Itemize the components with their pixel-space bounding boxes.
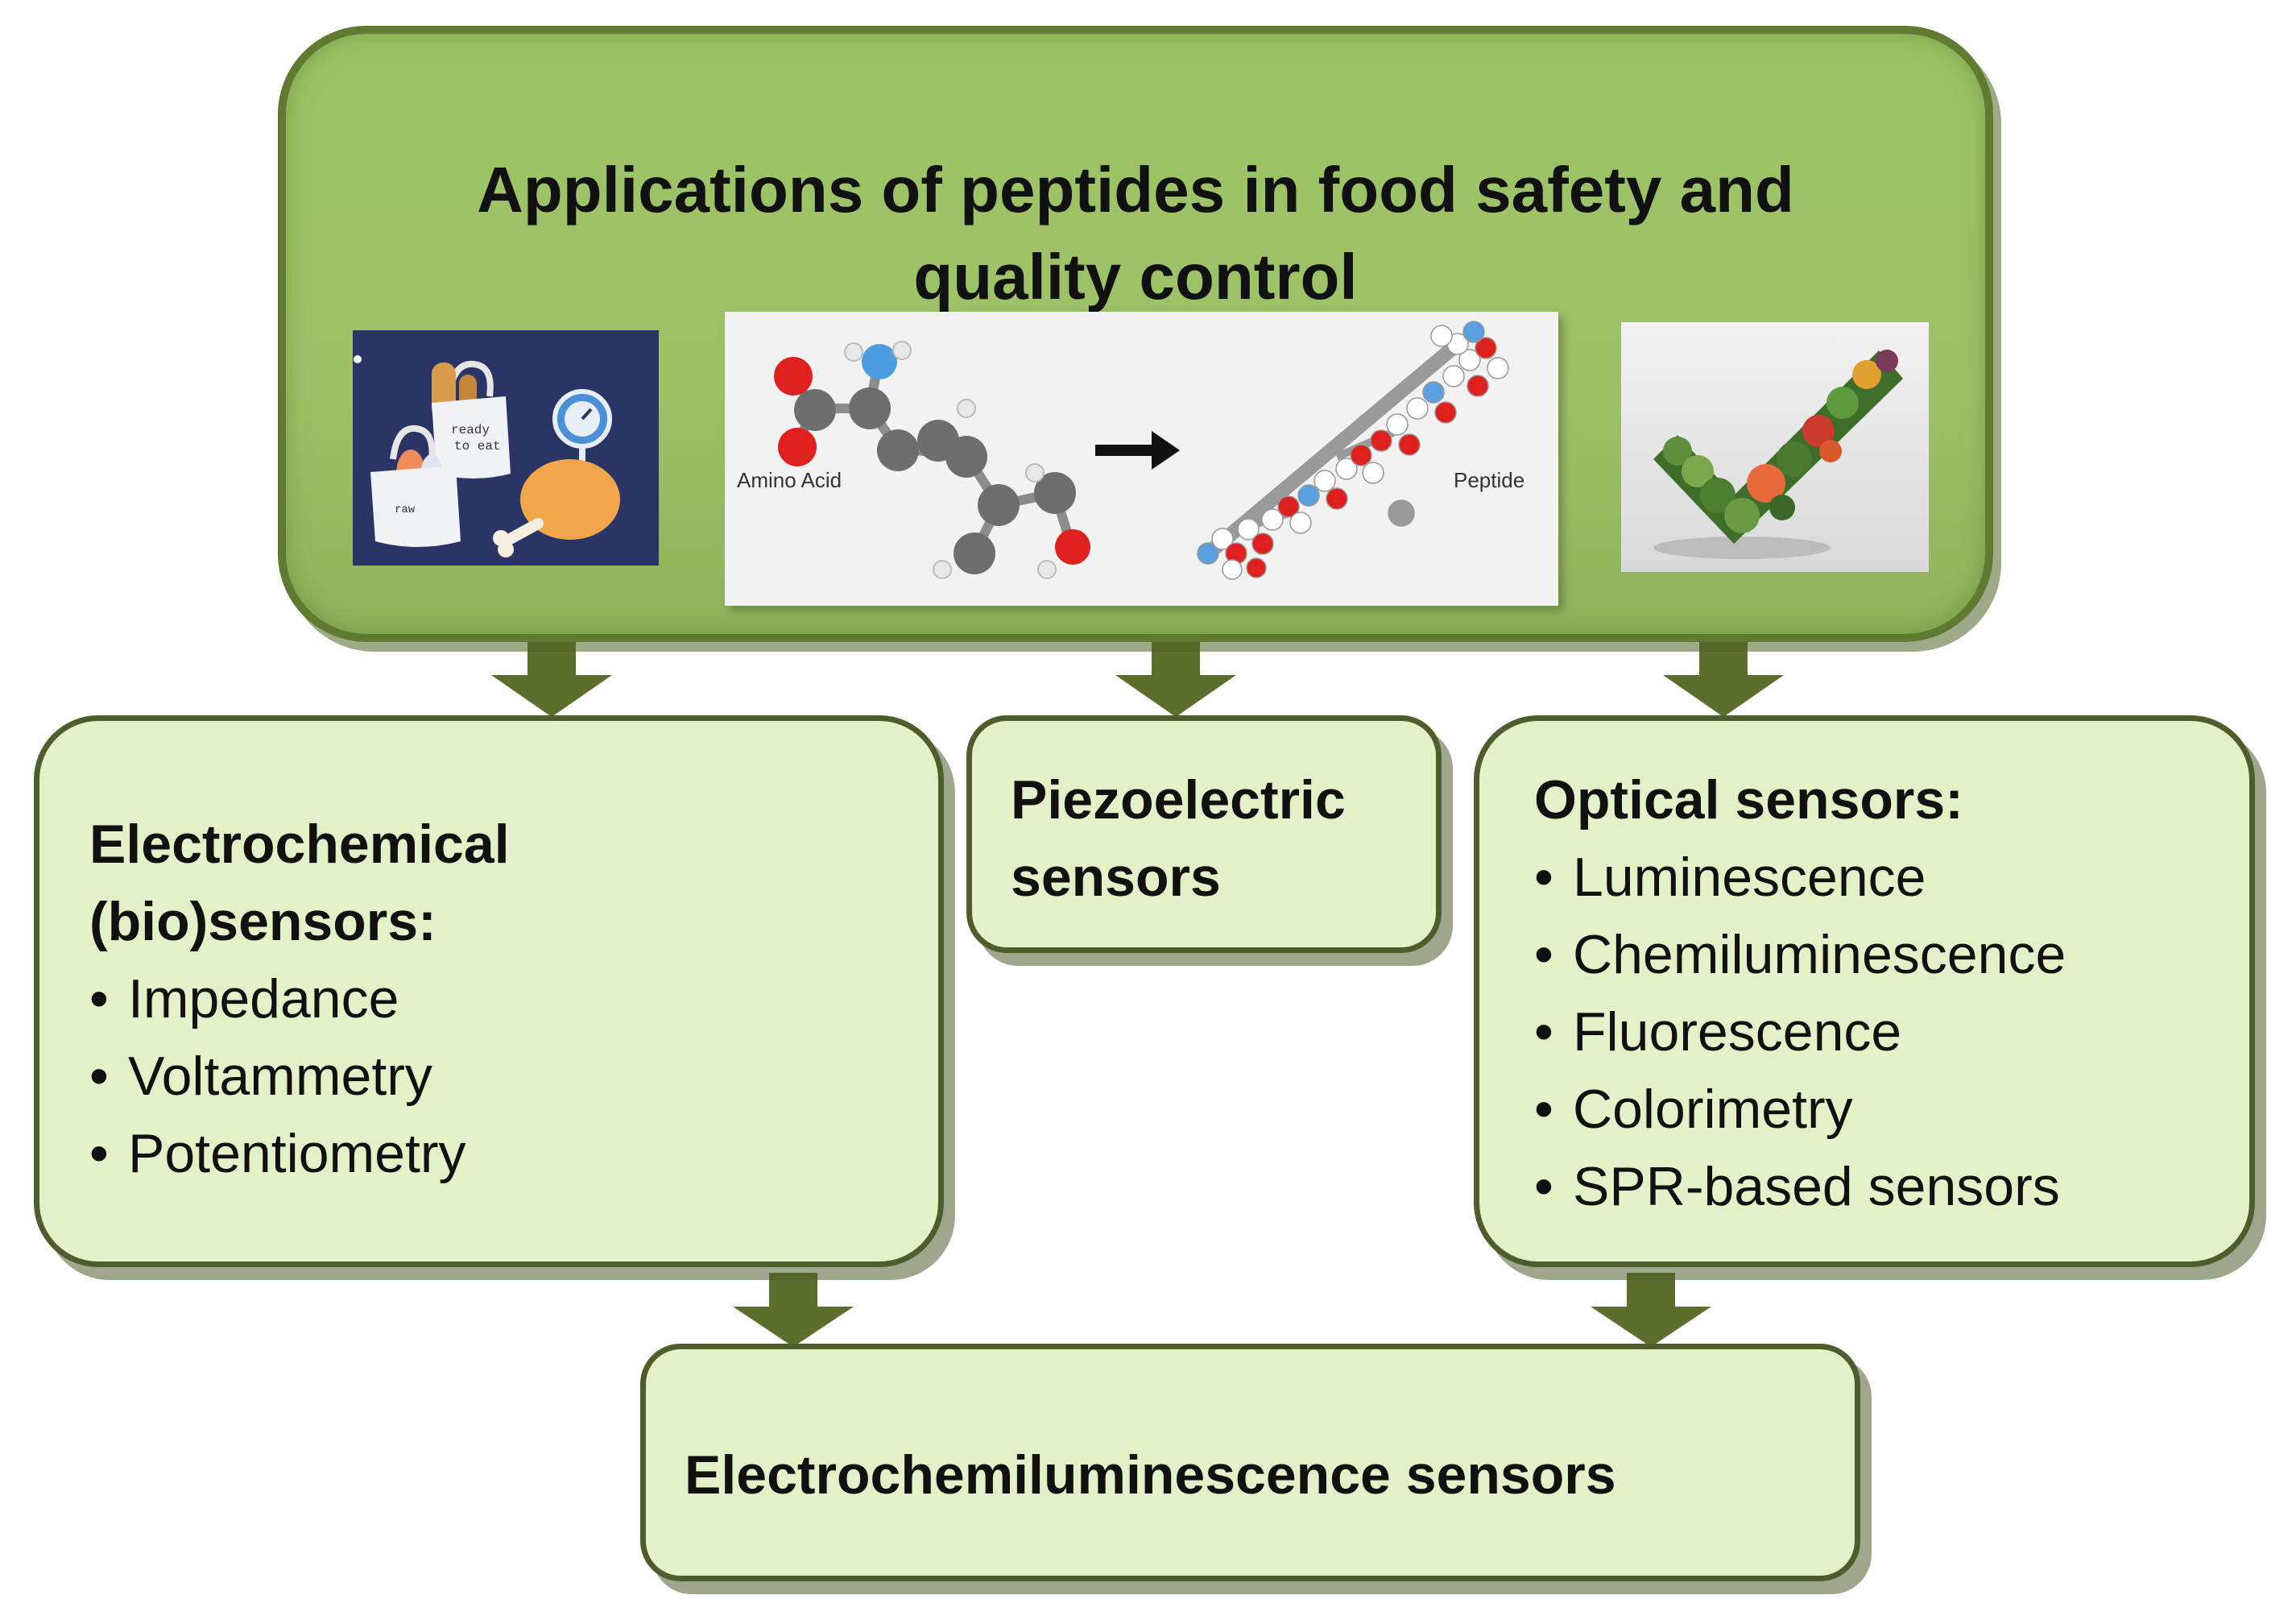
list-item: •Impedance — [89, 968, 399, 1030]
carbon-atom — [794, 389, 836, 431]
list-item-label: Chemiluminescence — [1573, 924, 2066, 985]
hydrogen-atom-2 — [892, 341, 912, 360]
peptide-atoms — [1197, 321, 1509, 580]
amino-acid-peptide-image: Amino Acid — [725, 312, 1558, 606]
list-item: •SPR-based sensors — [1534, 1156, 2060, 1217]
carbon-atom-6 — [978, 484, 1020, 526]
arrow-top-to-right — [1663, 636, 1784, 717]
list-item-label: Impedance — [128, 968, 399, 1030]
list-item-label: Fluorescence — [1573, 1001, 1902, 1063]
bag-handle-front — [390, 425, 436, 462]
list-item-label: Voltammetry — [128, 1046, 432, 1107]
checkmark-icon — [1653, 350, 1903, 544]
shopping-bag-back — [432, 396, 511, 478]
nitrogen-atom — [862, 344, 897, 379]
top-title-line1: Applications of peptides in food safety … — [477, 154, 1794, 226]
reaction-arrow-icon — [1095, 431, 1180, 470]
chicken-leg-icon — [520, 459, 620, 540]
optical-sensors-box: Optical sensors: •Luminescence •Chemilum… — [1474, 715, 2255, 1267]
list-item-label: Potentiometry — [128, 1123, 466, 1184]
top-box: Applications of peptides in food safety … — [278, 26, 1993, 642]
carbon-atom-5 — [945, 436, 987, 478]
shadow — [1653, 536, 1831, 559]
arrow-top-to-middle — [1115, 636, 1236, 717]
peptide-label: Peptide — [1454, 468, 1524, 492]
electrochemiluminescence-sensors-box: Electrochemiluminescence sensors — [640, 1344, 1860, 1581]
amino-acid-label: Amino Acid — [737, 468, 842, 492]
food-shopping-image: ready to eat raw — [353, 330, 659, 566]
list-item-label: Colorimetry — [1573, 1079, 1853, 1140]
bag-scribble-2: to eat — [454, 439, 501, 454]
electrochemical-heading-line2: (bio)sensors: — [89, 891, 436, 952]
electrochemical-heading-line1: Electrochemical — [89, 814, 510, 875]
hydrogen-atom-3 — [957, 399, 976, 418]
list-item: •Fluorescence — [1534, 1001, 1902, 1063]
carbon-atom-8 — [1034, 472, 1076, 514]
list-item: •Luminescence — [1534, 847, 1926, 908]
piezoelectric-heading-line1: Piezoelectric — [1011, 769, 1346, 831]
bone-knob-2 — [498, 541, 514, 557]
carbon-atom-2 — [849, 387, 891, 429]
list-item-label: Luminescence — [1573, 847, 1926, 908]
list-item-label: SPR-based sensors — [1573, 1156, 2060, 1217]
oxygen-atom — [774, 357, 813, 396]
piezoelectric-heading-line2: sensors — [1011, 847, 1221, 908]
arrow-right-to-bottom — [1591, 1273, 1711, 1347]
top-title-line2: quality control — [913, 241, 1358, 313]
bag-scribble-3: raw — [395, 503, 416, 516]
arrow-top-to-left — [491, 636, 612, 717]
oxygen-atom-3 — [1055, 529, 1090, 565]
shopping-bag-front — [370, 466, 461, 547]
dial-needle — [581, 408, 593, 420]
optical-heading: Optical sensors: — [1534, 769, 1963, 831]
list-item: •Voltammetry — [89, 1046, 432, 1107]
list-item: •Chemiluminescence — [1534, 924, 2066, 985]
carbon-atom-7 — [954, 532, 995, 574]
oxygen-atom-2 — [778, 428, 817, 466]
electrochemiluminescence-label: Electrochemiluminescence sensors — [685, 1444, 1616, 1506]
list-item: •Potentiometry — [89, 1123, 466, 1184]
hydrogen-atom-5 — [1025, 463, 1045, 483]
chicken-bone — [500, 518, 544, 547]
hydrogen-atom — [844, 342, 863, 362]
piezoelectric-sensors-box: Piezoelectric sensors — [966, 715, 1442, 953]
bag-scribble: ready — [451, 423, 490, 437]
vegetable-checkmark-image — [1621, 322, 1929, 572]
top-title: Applications of peptides in food safety … — [286, 147, 1985, 321]
hydrogen-atom-4 — [933, 560, 952, 579]
dot-icon — [354, 355, 362, 363]
arrow-left-to-bottom — [733, 1273, 854, 1347]
list-item: •Colorimetry — [1534, 1079, 1853, 1140]
hydrogen-atom-6 — [1037, 560, 1057, 579]
electrochemical-sensors-box: Electrochemical (bio)sensors: •Impedance… — [34, 715, 944, 1267]
carbon-atom-3 — [877, 429, 919, 471]
